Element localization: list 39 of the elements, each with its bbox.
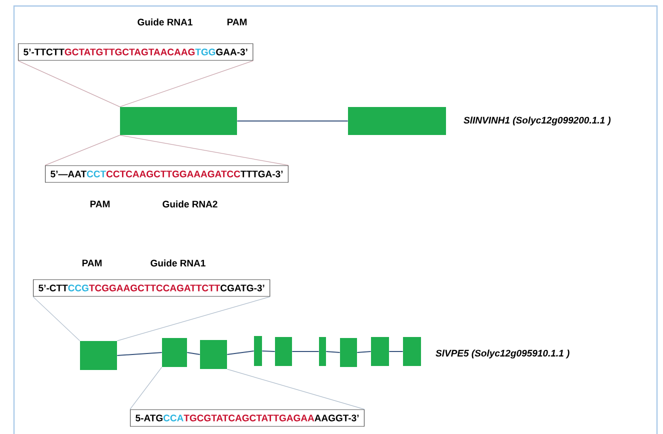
exon-block [319, 337, 326, 366]
sequence-label: Guide RNA2 [162, 200, 218, 208]
intron-line [186, 352, 200, 355]
sequence-label: PAM [90, 200, 110, 208]
zoom-line [116, 296, 270, 342]
intron-line [356, 351, 372, 353]
sequence-box: 5’-TTCTTGCTATGTTGCTAGTAACAAGTGGGAA-3’ [18, 43, 254, 61]
gene-name: SlVPE5 (Solyc12g095910.1.1 ) [436, 350, 570, 358]
zoom-line [120, 134, 289, 166]
intron-line [226, 350, 254, 355]
exon-block [371, 337, 389, 366]
sequence-label: PAM [227, 18, 247, 26]
sequence-box: 5-ATGCCATGCGTATCAGCTATTGAGAAAAGGT-3’ [130, 409, 365, 427]
intron-line [388, 351, 404, 352]
zoom-line [44, 134, 120, 166]
exon-block [275, 337, 292, 366]
sequence-box: 5’-CTTCCGTCGGAAGCTTCCAGATTCTTCGATG-3’ [33, 279, 270, 297]
gene-name: SlINVINH1 (Solyc12g099200.1.1 ) [464, 116, 611, 126]
intron-line [262, 350, 276, 352]
sequence-label: Guide RNA1 [138, 18, 192, 26]
intron-line [292, 351, 320, 352]
exon-block [340, 338, 357, 367]
sequence-label: PAM [82, 260, 102, 266]
zoom-line [120, 60, 254, 108]
sequence-box: 5’—AATCCTCCTCAAGCTTGGAAAGATCCTTTGA-3’ [45, 165, 288, 183]
zoom-line [130, 366, 162, 410]
intron-line [236, 120, 348, 122]
intron-line [326, 351, 340, 353]
exon-block [348, 107, 446, 135]
exon-block [80, 341, 117, 370]
exon-block [162, 338, 187, 367]
exon-block [200, 340, 227, 369]
exon-block [120, 107, 237, 135]
zoom-line [226, 368, 365, 410]
zoom-line [32, 296, 80, 342]
exon-block [254, 336, 262, 366]
exon-block [403, 337, 421, 366]
intron-line [116, 352, 162, 356]
sequence-label: Guide RNA1 [150, 260, 206, 266]
